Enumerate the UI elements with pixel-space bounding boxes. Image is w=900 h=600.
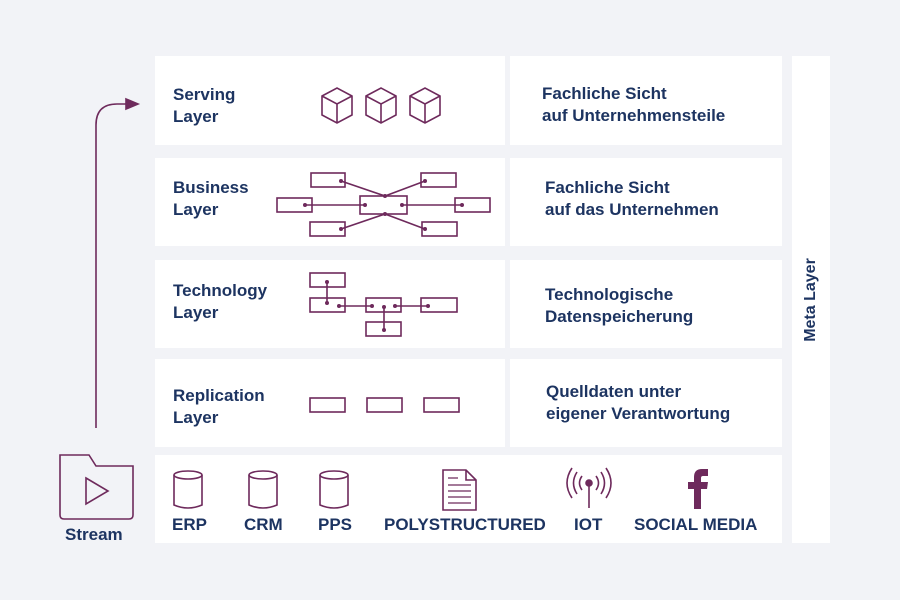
cube-icon <box>365 87 397 124</box>
flow-arrow <box>95 97 141 428</box>
cube-icon <box>409 87 441 124</box>
database-icon <box>173 470 203 509</box>
database-icon <box>248 470 278 509</box>
replication-boxes-icon <box>309 397 460 413</box>
source-iot-label: IOT <box>574 515 603 534</box>
folder-play-icon <box>59 454 134 520</box>
cube-icon <box>321 87 353 124</box>
source-erp-label: ERP <box>172 515 207 534</box>
database-icon <box>319 470 349 509</box>
source-social-media-label: SOCIAL MEDIA <box>634 515 758 534</box>
sources-panel <box>155 455 782 543</box>
business-network-icon <box>276 172 491 237</box>
source-polystructured-label: POLYSTRUCTURED <box>384 515 546 534</box>
replication-layer-panel <box>155 359 505 447</box>
technology-description-panel <box>510 260 782 348</box>
source-pps-label: PPS <box>318 515 353 534</box>
replication-layer-label: Replication Layer <box>173 386 265 427</box>
document-icon <box>442 469 477 511</box>
technology-layer-panel <box>155 260 505 348</box>
serving-layer-label: Serving Layer <box>173 85 236 126</box>
technology-description: Technologische Datenspeicherung <box>545 285 694 326</box>
business-layer-label: Business Layer <box>173 178 249 219</box>
business-description-panel <box>510 158 782 246</box>
serving-description: Fachliche Sicht auf Unternehmensteile <box>542 84 726 125</box>
source-crm-label: CRM <box>244 515 283 534</box>
facebook-icon <box>688 469 708 509</box>
antenna-icon <box>566 467 612 508</box>
serving-description-panel <box>510 56 782 145</box>
technology-network-icon <box>309 272 458 337</box>
stream-label: Stream <box>65 525 123 544</box>
replication-description-panel <box>510 359 782 447</box>
cube-icons <box>321 87 441 124</box>
business-description: Fachliche Sicht auf das Unternehmen <box>545 178 719 219</box>
technology-layer-label: Technology Layer <box>173 281 268 322</box>
meta-layer-panel: Meta Layer <box>792 56 830 543</box>
replication-description: Quelldaten unter eigener Verantwortung <box>546 382 731 423</box>
